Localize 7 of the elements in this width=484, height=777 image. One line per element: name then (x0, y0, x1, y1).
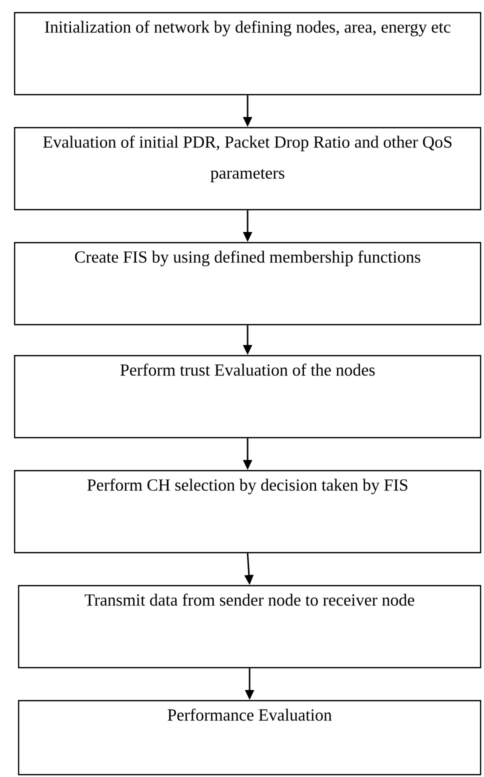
process-box: Evaluation of initial PDR, Packet Drop Ratio and other QoS parameters (14, 127, 482, 210)
process-box: Perform CH selection by decision taken by FIS (14, 470, 482, 554)
process-box: Create FIS by using defined membership functions (14, 242, 482, 326)
process-box: Perform trust Evaluation of the nodes (14, 355, 482, 438)
process-box: Initialization of network by defining nodes, area, energy etc (14, 12, 482, 96)
process-box: Performance Evaluation (18, 700, 482, 776)
process-box: Transmit data from sender node to receiver node (18, 585, 482, 668)
